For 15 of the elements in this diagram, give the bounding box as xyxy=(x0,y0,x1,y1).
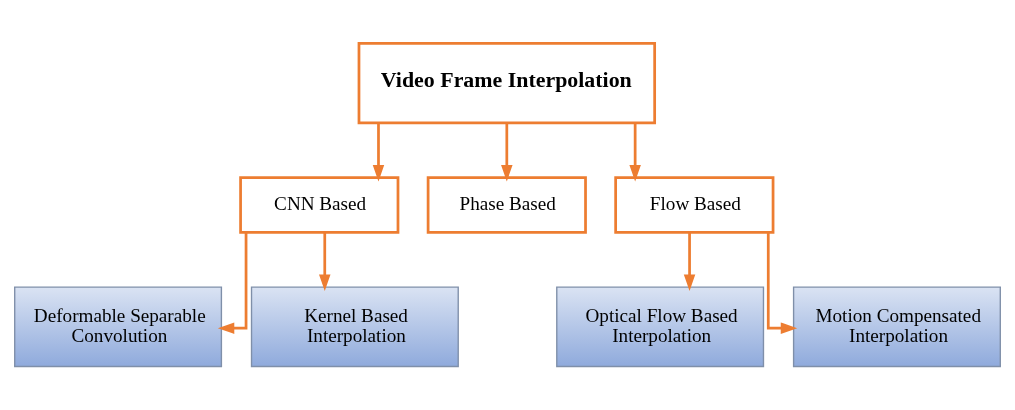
arrow xyxy=(766,232,798,334)
arrow xyxy=(683,232,696,291)
arrow xyxy=(372,123,385,182)
node-box: Motion Compensated Interpolation xyxy=(792,286,1001,368)
node-box: Deformable Separable Convolution xyxy=(14,286,223,368)
node-box: CNN Based xyxy=(239,176,400,234)
arrow xyxy=(217,232,248,334)
arrow xyxy=(629,123,641,182)
arrow xyxy=(319,232,331,291)
node-box: Phase Based xyxy=(426,176,587,234)
node-box: Video Frame Interpolation xyxy=(357,42,656,125)
node-box: Kernel Based Interpolation xyxy=(250,286,459,368)
node-box: Optical Flow Based Interpolation xyxy=(556,286,765,368)
arrow xyxy=(501,123,513,182)
node-box: Flow Based xyxy=(614,176,775,234)
